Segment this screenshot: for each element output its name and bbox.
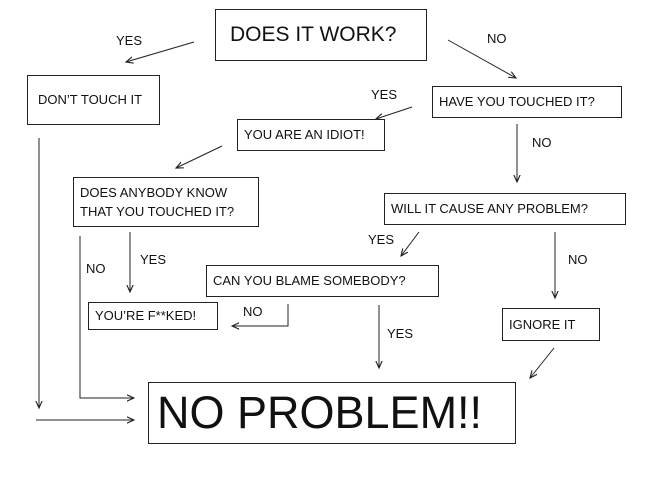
arrow-yes-to-idiot bbox=[376, 106, 413, 119]
yes-label-does-it-work: YES bbox=[116, 33, 143, 48]
no-label-cause-problem: NO bbox=[568, 252, 588, 267]
does-it-work-box: DOES IT WORK? bbox=[215, 9, 427, 61]
youre-fked-box: YOU’RE F**KED! bbox=[88, 302, 218, 330]
arrow-yes-to-blame bbox=[401, 231, 420, 256]
yes-label-cause-problem: YES bbox=[368, 232, 395, 247]
arrow-no-to-fked bbox=[232, 304, 289, 326]
does-anybody-know-line1: DOES ANYBODY KNOW bbox=[80, 185, 228, 200]
arrow-yes-to-dont-touch bbox=[126, 41, 195, 62]
ignore-it-box: IGNORE IT bbox=[502, 308, 600, 341]
no-problem-box: NO PROBLEM!! bbox=[148, 382, 516, 444]
does-anybody-know-box: DOES ANYBODY KNOW THAT YOU TOUCHED IT? bbox=[73, 177, 259, 227]
can-you-blame-somebody-text: CAN YOU BLAME SOMEBODY? bbox=[213, 273, 406, 288]
does-it-work-text: DOES IT WORK? bbox=[230, 23, 397, 46]
will-it-cause-problem-text: WILL IT CAUSE ANY PROBLEM? bbox=[391, 201, 588, 216]
yes-label-have-touched: YES bbox=[371, 87, 398, 102]
can-you-blame-somebody-box: CAN YOU BLAME SOMEBODY? bbox=[206, 265, 439, 297]
no-label-anybody-know: NO bbox=[86, 261, 106, 276]
yes-label-blame: YES bbox=[387, 326, 414, 341]
yes-label-anybody-know: YES bbox=[140, 252, 167, 267]
arrow-no-to-have-touched bbox=[447, 39, 516, 78]
dont-touch-it-box: DON’T TOUCH IT bbox=[27, 75, 160, 125]
you-are-an-idiot-text: YOU ARE AN IDIOT! bbox=[244, 127, 365, 142]
have-you-touched-it-box: HAVE YOU TOUCHED IT? bbox=[432, 86, 622, 118]
ignore-it-text: IGNORE IT bbox=[509, 316, 576, 332]
will-it-cause-problem-box: WILL IT CAUSE ANY PROBLEM? bbox=[384, 193, 626, 225]
you-are-an-idiot-box: YOU ARE AN IDIOT! bbox=[237, 119, 385, 151]
no-problem-text: NO PROBLEM!! bbox=[157, 387, 483, 438]
dont-touch-it-text: DON’T TOUCH IT bbox=[38, 92, 143, 107]
arrow-idiot-to-anybody bbox=[176, 145, 223, 168]
arrow-anybody-no-to-no-problem bbox=[79, 236, 134, 398]
does-anybody-know-line2: THAT YOU TOUCHED IT? bbox=[80, 204, 235, 219]
have-you-touched-it-text: HAVE YOU TOUCHED IT? bbox=[439, 94, 595, 109]
arrow-ignore-to-no-problem bbox=[530, 347, 555, 378]
youre-fked-text: YOU’RE F**KED! bbox=[95, 308, 197, 323]
no-label-blame: NO bbox=[243, 304, 263, 319]
no-label-does-it-work: NO bbox=[487, 31, 507, 46]
no-label-have-touched: NO bbox=[532, 135, 552, 150]
